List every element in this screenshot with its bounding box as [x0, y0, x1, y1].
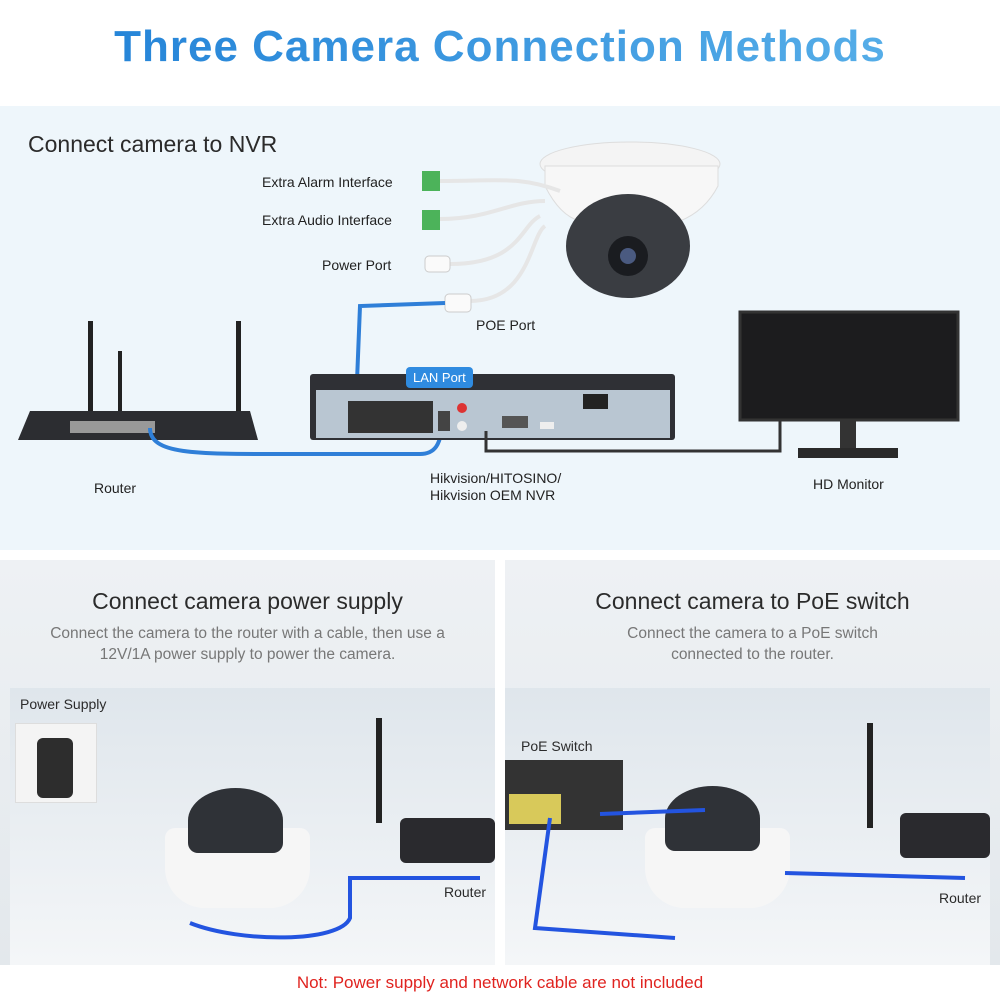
- router-antenna: [376, 718, 382, 823]
- monitor-label: HD Monitor: [813, 476, 884, 492]
- switch-ports: [509, 794, 561, 824]
- nvr-label: Hikvision/HITOSINO/ Hikvision OEM NVR: [430, 470, 562, 503]
- section-heading: Connect camera to PoE switch: [595, 588, 910, 614]
- section-heading: Connect camera to NVR: [28, 131, 278, 157]
- section-heading: Connect camera power supply: [92, 588, 403, 614]
- camera-lens-dome: [665, 786, 760, 851]
- poe-switch-photo: PoE Switch Router: [505, 688, 990, 965]
- router-image: [400, 818, 495, 863]
- poe-port-icon: [444, 293, 472, 313]
- power-supply-photo: Power Supply Router: [10, 688, 495, 965]
- power-port-icon: [424, 255, 451, 273]
- nvr-connection-panel: Connect camera to NVR Extra Alarm Interf…: [0, 106, 1000, 550]
- poe-switch-panel: Connect camera to PoE switch Connect the…: [505, 560, 1000, 965]
- audio-terminal-icon: [422, 210, 440, 230]
- power-supply-panel: Connect camera power supply Connect the …: [0, 560, 495, 965]
- router-image: [18, 321, 258, 440]
- dome-camera: [539, 141, 721, 298]
- network-cables: [532, 808, 966, 940]
- router-label: Router: [444, 884, 487, 900]
- pigtail-cables: [439, 178, 561, 303]
- router-antenna: [867, 723, 873, 828]
- power-adapter-icon: [37, 738, 73, 798]
- monitor-image: [738, 310, 960, 458]
- poe-switch-label: PoE Switch: [521, 738, 593, 754]
- router-label: Router: [94, 480, 137, 496]
- alarm-terminal-icon: [422, 171, 440, 191]
- hdmi-cable: [484, 421, 782, 453]
- alarm-interface-label: Extra Alarm Interface: [262, 174, 393, 190]
- section-description: Connect the camera to a PoE switch conne…: [627, 625, 878, 663]
- power-port-label: Power Port: [322, 257, 392, 273]
- camera-lens-dome: [188, 788, 283, 853]
- router-image: [900, 813, 990, 858]
- router-label: Router: [939, 890, 982, 906]
- power-supply-label: Power Supply: [20, 696, 107, 712]
- section-description: Connect the camera to the router with a …: [50, 625, 445, 663]
- network-cable: [189, 876, 480, 940]
- nvr-image: [310, 374, 675, 440]
- lan-port-badge: LAN Port: [406, 367, 473, 388]
- disclaimer-note: Not: Power supply and network cable are …: [296, 973, 704, 992]
- page-title: Three Camera Connection Methods: [0, 22, 1000, 72]
- poe-port-label: POE Port: [476, 317, 536, 333]
- lan-cable: [148, 425, 445, 457]
- nvr-diagram: [18, 141, 960, 458]
- audio-interface-label: Extra Audio Interface: [262, 212, 392, 228]
